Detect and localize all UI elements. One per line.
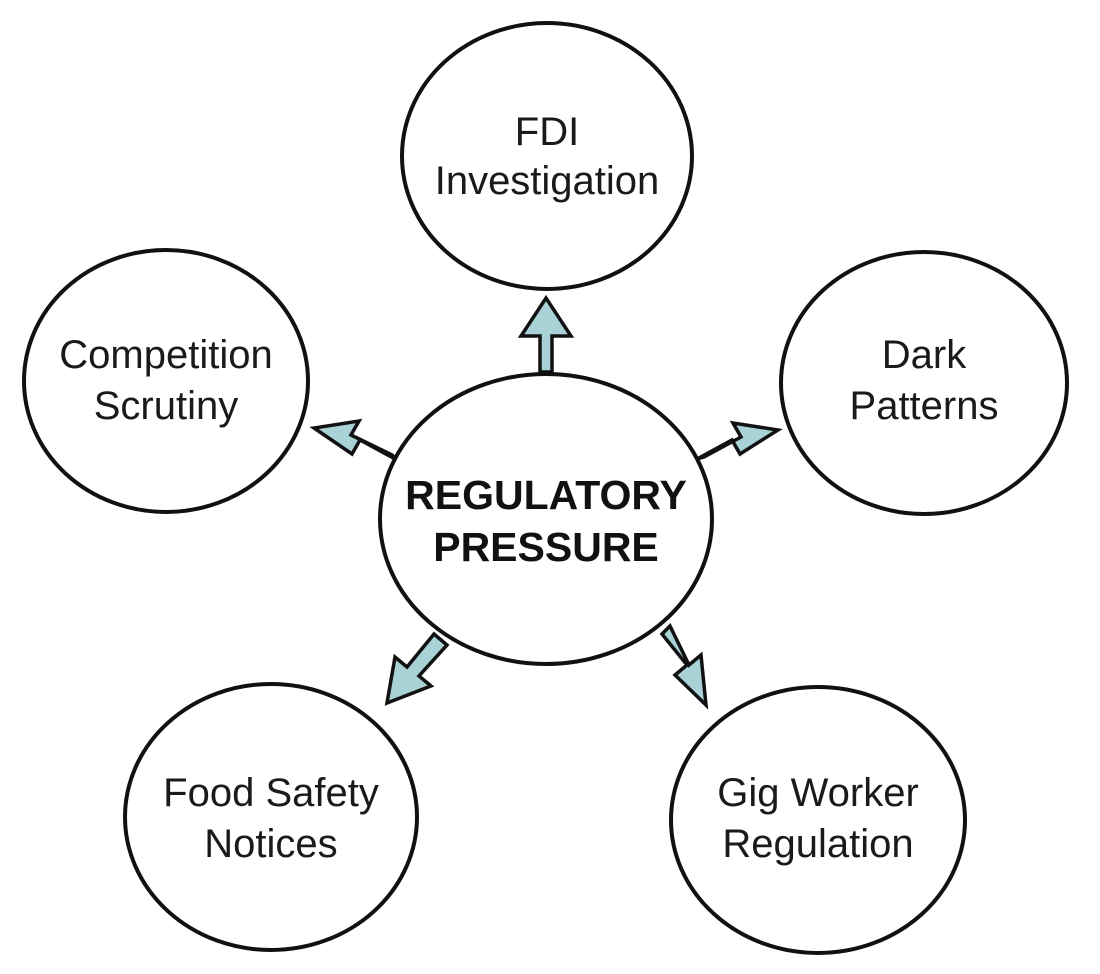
node-circle (400, 21, 694, 291)
center-label-line1: REGULATORY (405, 472, 687, 518)
node-label-line2: Investigation (435, 159, 660, 203)
node-label-line1: Dark (882, 333, 967, 377)
arrow-to-fdi-investigation (517, 294, 575, 374)
node-label-line1: Food Safety (163, 771, 379, 815)
node-gig-worker-regulation: Gig Worker Regulation (669, 685, 967, 955)
node-circle (669, 685, 967, 955)
node-label-line2: Notices (204, 822, 337, 866)
node-circle (779, 250, 1069, 516)
node-label-line2: Regulation (722, 822, 913, 866)
arrow-to-dark-patterns (696, 420, 783, 461)
node-dark-patterns: Dark Patterns (779, 250, 1069, 516)
arrow-to-competition-scrutiny (309, 418, 399, 462)
center-label-line2: PRESSURE (433, 524, 659, 570)
node-circle (22, 248, 310, 514)
center-circle (378, 372, 714, 666)
node-label-line2: Scrutiny (94, 384, 239, 428)
arrow-to-gig-worker-regulation (659, 623, 709, 710)
arrows (309, 294, 783, 710)
node-label-line2: Patterns (850, 384, 999, 428)
arrow-to-food-safety-notices (384, 631, 450, 706)
node-fdi-investigation: FDI Investigation (400, 21, 694, 291)
node-circle (123, 682, 419, 952)
node-label-line1: Gig Worker (717, 771, 919, 815)
node-competition-scrutiny: Competition Scrutiny (22, 248, 310, 514)
node-label-line1: FDI (515, 110, 579, 154)
node-label-line1: Competition (59, 333, 272, 377)
node-food-safety-notices: Food Safety Notices (123, 682, 419, 952)
center-node: REGULATORY PRESSURE (378, 372, 714, 666)
